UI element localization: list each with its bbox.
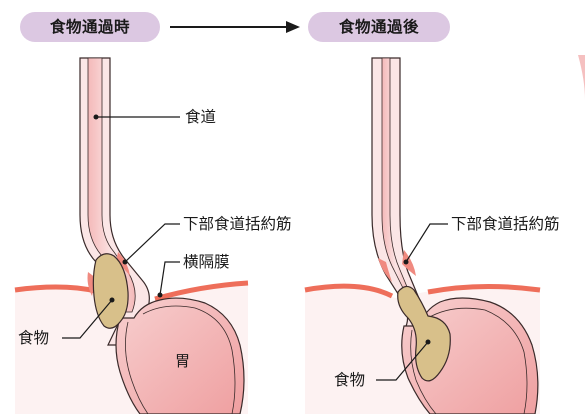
label-diaphragm: 横隔膜 xyxy=(183,253,230,271)
edge-fragment xyxy=(578,55,585,100)
transition-arrow xyxy=(170,21,300,33)
label-food-after: 食物 xyxy=(334,371,365,389)
label-esophagus: 食道 xyxy=(185,108,216,126)
title-after: 食物通過後 xyxy=(308,12,450,42)
label-les-after: 下部食道括約筋 xyxy=(451,215,560,233)
label-les-before: 下部食道括約筋 xyxy=(183,215,292,233)
label-stomach: 胃 xyxy=(175,352,190,370)
label-food-before: 食物 xyxy=(18,329,49,347)
title-before: 食物通過時 xyxy=(20,12,160,42)
